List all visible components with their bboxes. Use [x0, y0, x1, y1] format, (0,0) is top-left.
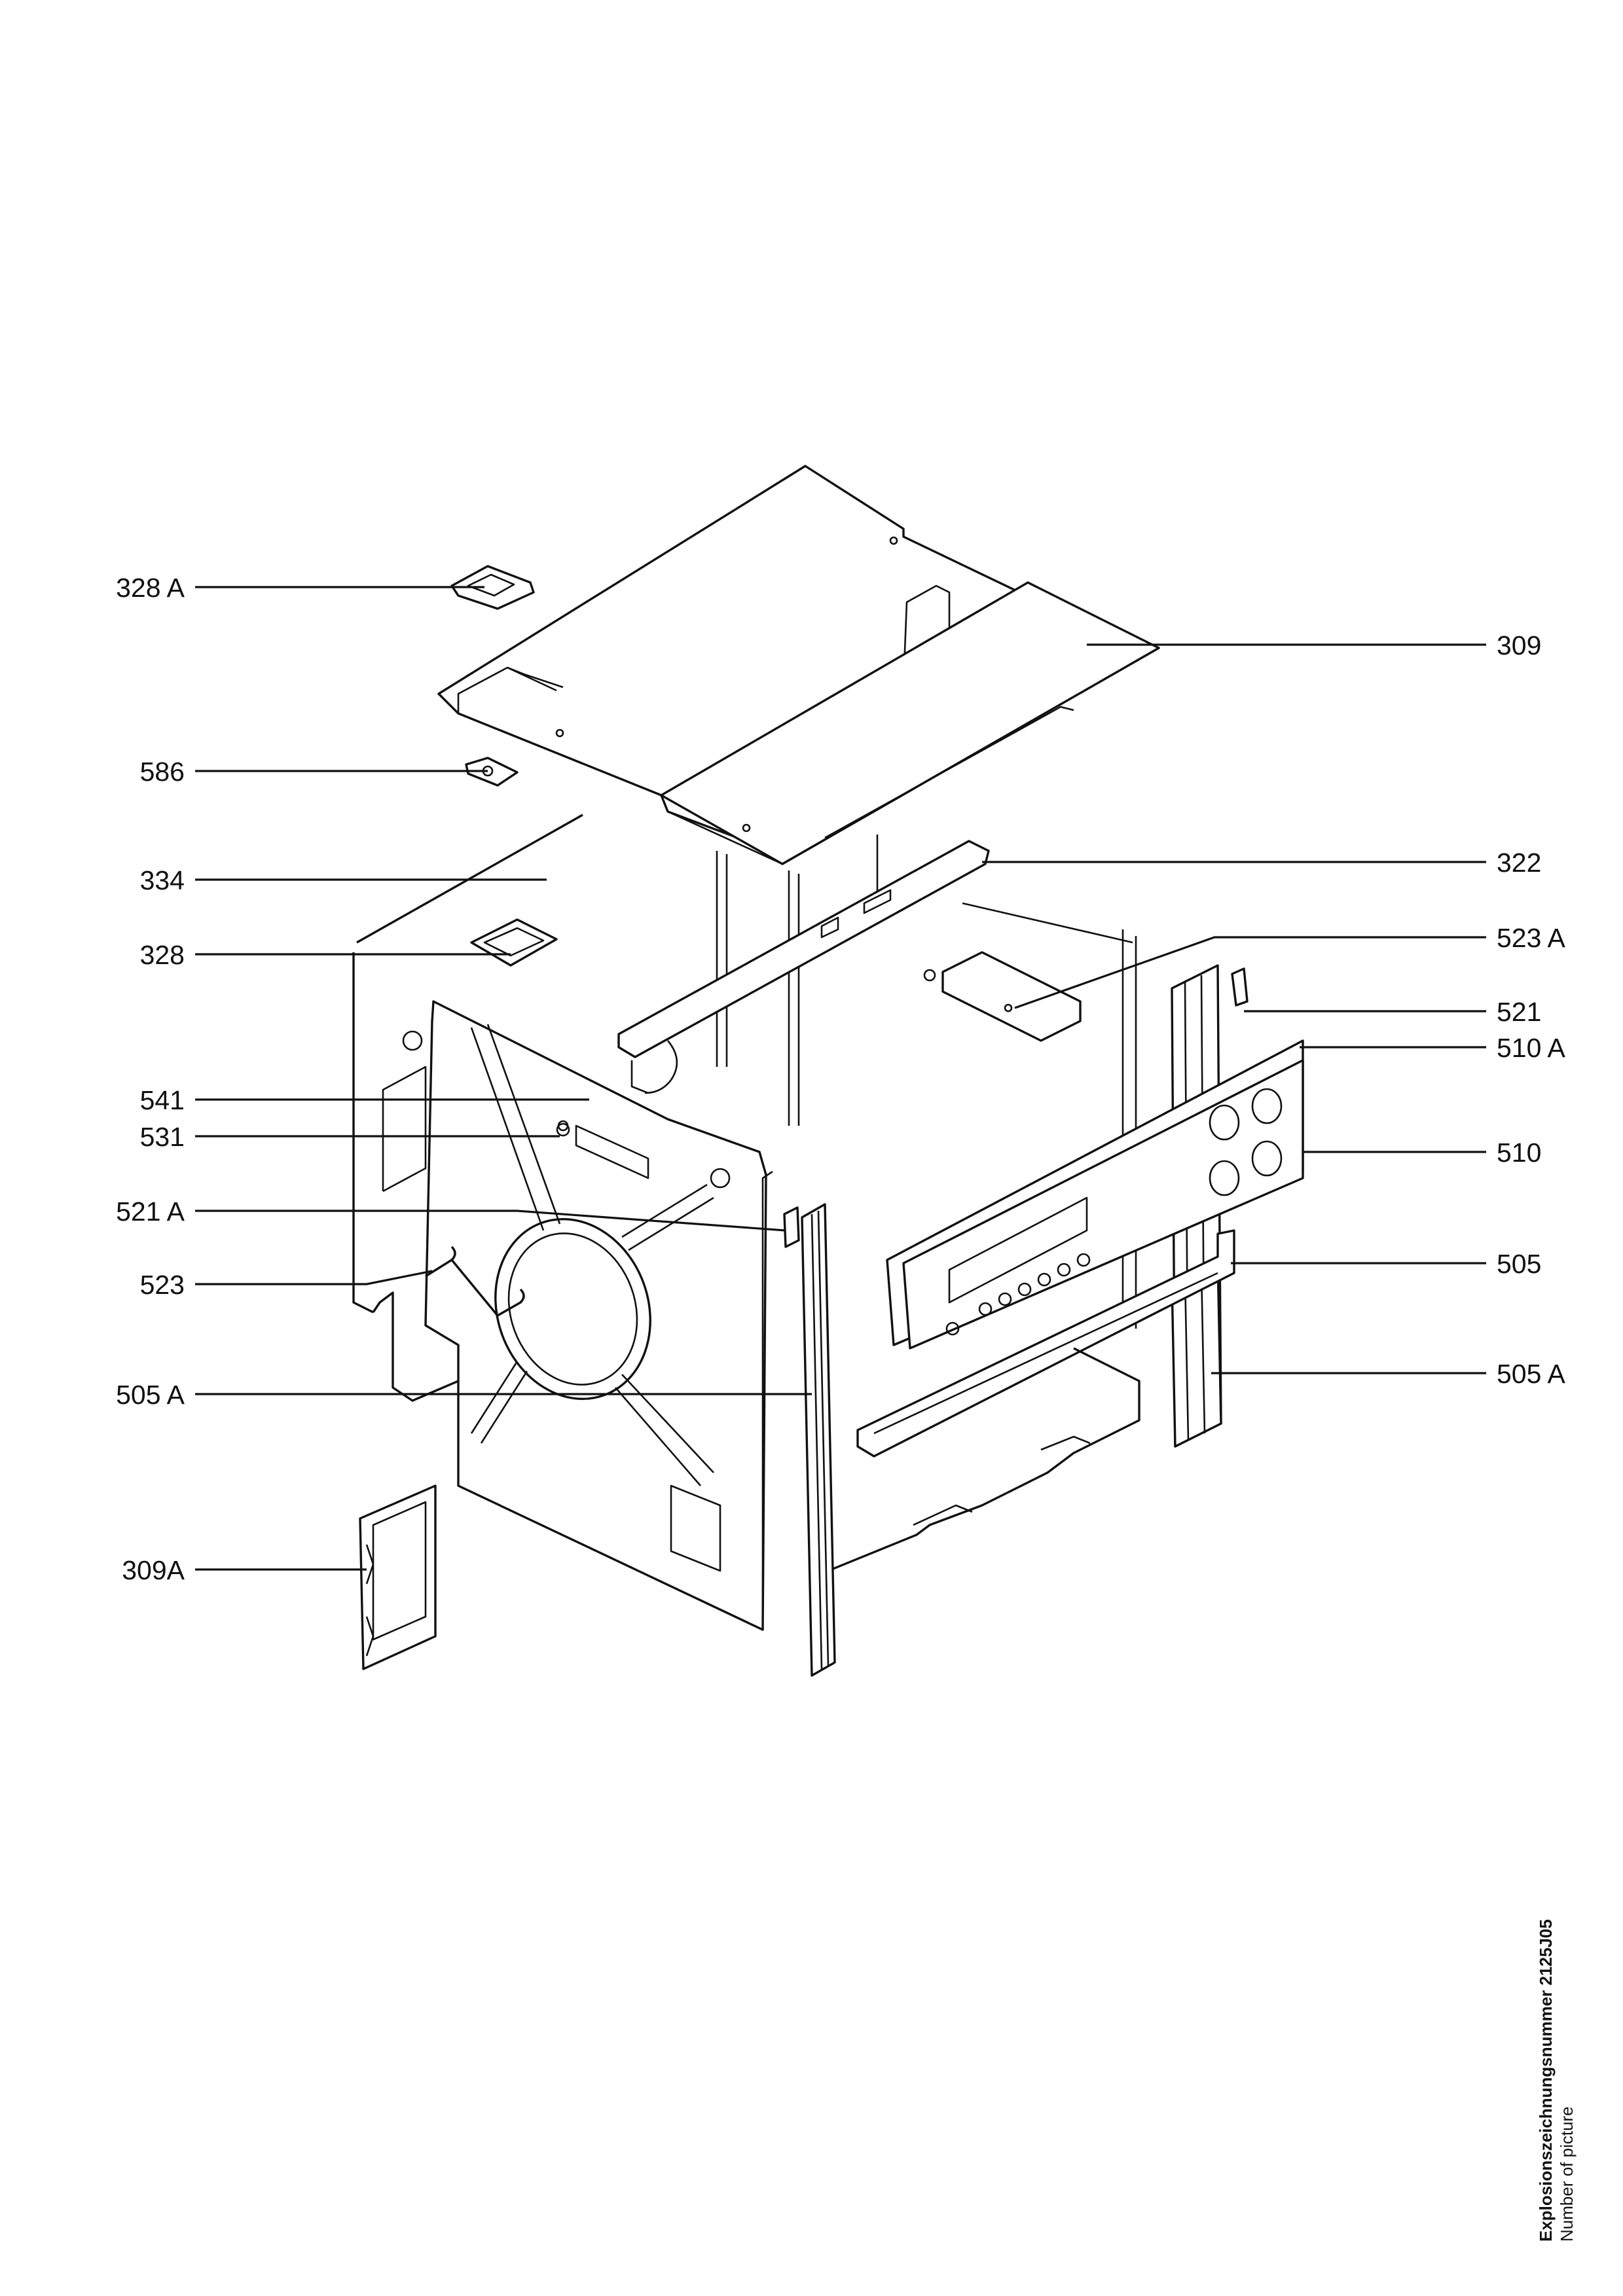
label-505A-left: 505 A [116, 1380, 185, 1410]
part-front-panel [402, 1000, 773, 1631]
part-bottom-plate [828, 1347, 1140, 1572]
part-505-bottom-trim [856, 1229, 1235, 1458]
label-521: 521 [1497, 997, 1541, 1027]
label-309A: 309A [122, 1555, 185, 1585]
caption-number-of-picture: Number of picture [1557, 2106, 1577, 2242]
picture-number-caption: Explosionszeichnungsnummer 2125J05 Numbe… [1536, 1919, 1577, 2242]
part-328-square [470, 918, 558, 967]
label-309: 309 [1497, 630, 1541, 660]
part-322-rail [617, 840, 990, 1094]
label-531: 531 [140, 1122, 185, 1152]
label-505A-right: 505 A [1497, 1359, 1566, 1389]
part-523A-bracket [923, 951, 1082, 1042]
label-523A: 523 A [1497, 923, 1566, 953]
part-cabinet-back-frame [716, 834, 1137, 1329]
part-523-wire [425, 1246, 525, 1317]
part-531-screw [556, 1122, 570, 1137]
label-521A: 521 A [116, 1196, 185, 1227]
part-521A-clip [783, 1206, 800, 1248]
part-505A-left-rail [801, 1203, 836, 1677]
part-521-small-clip [1231, 967, 1249, 1007]
label-322: 322 [1497, 848, 1541, 878]
part-510-control-panel [886, 1039, 1304, 1350]
caption-drawing-number: Explosionszeichnungsnummer 2125J05 [1536, 1919, 1556, 2242]
part-309A-door [359, 1484, 437, 1670]
part-309-top-panel [437, 465, 1160, 865]
label-328A: 328 A [116, 573, 185, 603]
label-334: 334 [140, 865, 185, 895]
part-328A-bracket [450, 565, 535, 610]
label-510A: 510 A [1497, 1033, 1566, 1063]
label-328: 328 [140, 940, 185, 970]
label-505: 505 [1497, 1249, 1541, 1279]
leader-lines [195, 586, 1486, 1571]
label-523: 523 [140, 1270, 185, 1300]
label-510: 510 [1497, 1138, 1541, 1168]
label-586: 586 [140, 757, 185, 787]
label-541: 541 [140, 1085, 185, 1115]
